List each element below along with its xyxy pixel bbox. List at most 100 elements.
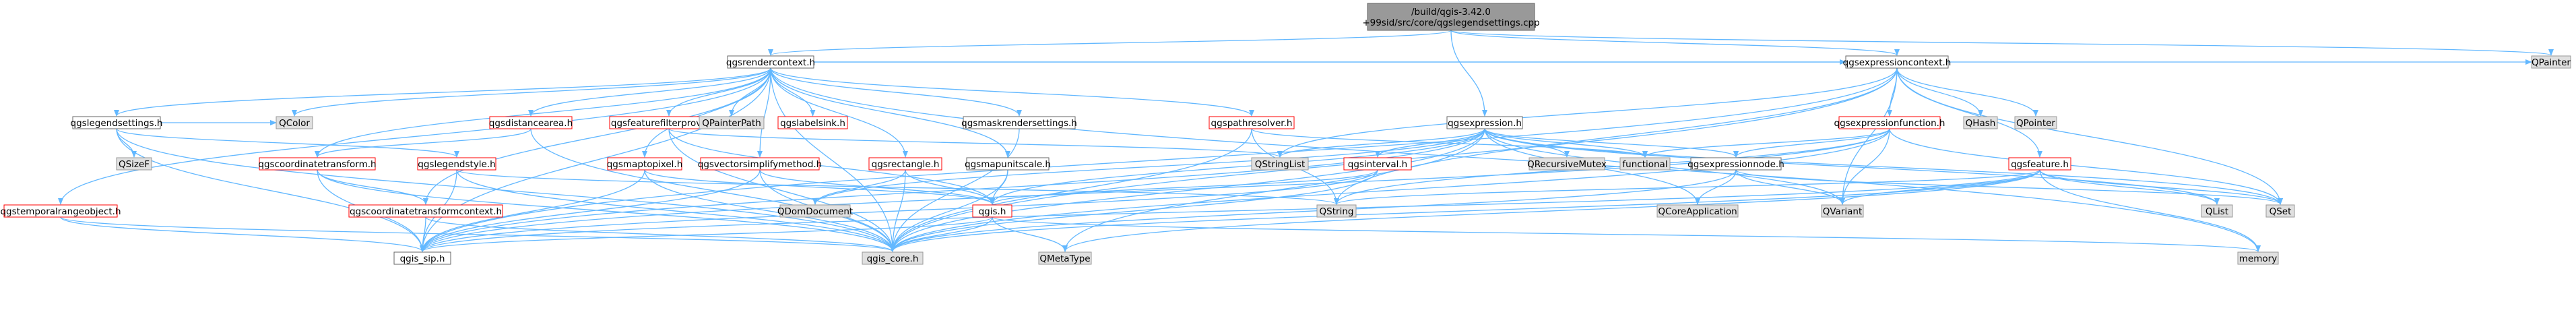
edge-interval-to-qgiscore [890,169,1378,252]
edge-renderctx-to-coordxform [315,67,771,158]
node-qgissip[interactable]: qgis_sip.h [393,251,451,265]
node-qrecmutex-box [1528,157,1605,171]
node-exprnode[interactable]: qgsexpressionnode.h [1687,157,1784,171]
edge-qgsfeature-to-qmetatype [1062,169,2040,252]
node-qpainter-box [2531,55,2571,69]
node-labelsink[interactable]: qgslabelsink.h [777,116,848,129]
node-qpainter-label: QPainter [2532,57,2571,68]
node-qcoreapp-label: QCoreApplication [1658,206,1737,217]
node-legendstyle-box [417,157,496,171]
node-labelsink-box [777,116,848,129]
node-qgiscore-label: qgis_core.h [867,253,919,264]
edge-exprctx-to-qhash [1896,67,1983,117]
node-exprfunc[interactable]: qgsexpressionfunction.h [1834,116,1945,129]
node-qhash-box [1963,116,1998,129]
node-qhash: QHash [1963,116,1998,129]
edge-coordxform-to-qgiscore [317,169,895,252]
node-legendstyle[interactable]: qgslegendstyle.h [417,157,496,171]
edge-distarea-to-coordxform [315,128,532,158]
node-renderctx[interactable]: qgsrendercontext.h [726,55,815,69]
edge-legendsettings-to-qgissip [116,128,425,252]
node-qstring: QString [1316,204,1357,218]
node-maptopixel[interactable]: qgsmaptopixel.h [607,157,683,171]
node-qstring-box [1316,204,1357,218]
edge-tempobj-to-qgiscore [60,216,895,252]
node-rectangle[interactable]: qgsrectangle.h [868,157,942,171]
node-interval[interactable]: qgsinterval.h [1343,157,1412,171]
node-maptopixel-label: qgsmaptopixel.h [607,159,683,170]
node-legendsettings-label: qgslegendsettings.h [71,118,163,129]
node-exprfunc-label: qgsexpressionfunction.h [1834,118,1945,129]
edge-legendstyle-to-qstring [456,169,1339,205]
node-qpainterpath-label: QPainterPath [702,118,761,129]
node-qgsfeature[interactable]: qgsfeature.h [2008,157,2071,171]
edge-tempobj-to-qgissip [60,216,425,252]
edge-renderctx-to-tempobj [58,67,771,205]
node-exprctx-label: qgsexpressioncontext.h [1843,57,1952,68]
node-distarea[interactable]: qgsdistancearea.h [489,116,573,129]
edge-qgsfeature-to-qgiscore [890,169,2040,252]
node-qgissip-label: qgis_sip.h [400,253,445,264]
node-qlist-label: QList [2205,206,2228,217]
edge-exprfunc-to-functional [1642,128,1890,158]
node-coordxformctx[interactable]: qgscoordinatetransformcontext.h [348,204,503,218]
node-coordxformctx-label: qgscoordinatetransformcontext.h [350,206,502,217]
node-qgish[interactable]: qgis.h [972,204,1012,218]
node-renderctx-box [727,55,814,69]
node-distarea-label: qgsdistancearea.h [489,118,573,129]
node-legendstyle-label: qgslegendstyle.h [418,159,495,170]
node-root[interactable]: /build/qgis-3.42.0+99sid/src/core/qgsleg… [1362,3,1540,31]
node-qpointer-box [2014,116,2057,129]
node-memory-box [2237,251,2279,265]
edge-root-to-qpainter [1450,30,2554,56]
edge-legendsettings-to-legendstyle [116,128,459,158]
node-pathresolver-box [1209,116,1295,129]
edge-expression-to-qgiscore [890,128,1485,252]
edge-featfilt-to-qgiscore [668,128,895,252]
edge-renderctx-to-distarea [528,67,771,117]
node-qset-box [2265,204,2295,218]
node-rectangle-label: qgsrectangle.h [872,159,940,170]
node-qvariant-label: QVariant [1823,206,1863,217]
edge-qgsfeature-to-qset [2039,169,2283,205]
node-maskrender[interactable]: qgsmaskrendersettings.h [961,116,1077,129]
edge-renderctx-to-maskrender [770,67,1022,117]
node-featfilt[interactable]: qgsfeaturefilterprovider.h [609,116,729,129]
node-qdomdoc-label: QDomDocument [777,206,853,217]
edge-expression-to-qgissip [420,128,1485,252]
edge-interval-to-qgissip [420,169,1378,252]
edge-root-to-expression [1450,30,1487,117]
node-maskrender-box [963,116,1076,129]
edge-qgish-to-qgiscore [890,216,993,252]
node-qgiscore: qgis_core.h [862,251,924,265]
node-qgish-label: qgis.h [979,206,1006,217]
node-expression-box [1446,116,1523,129]
node-distarea-box [489,116,573,129]
edge-renderctx-to-vectorsimp [757,67,771,158]
node-coordxform-label: qgscoordinatetransform.h [258,159,376,170]
edge-maptopixel-to-qgiscore [644,169,895,252]
node-tempobj[interactable]: qgstemporalrangeobject.h [0,204,121,218]
node-expression[interactable]: qgsexpression.h [1446,116,1523,129]
node-renderctx-label: qgsrendercontext.h [726,57,815,68]
node-legendsettings[interactable]: qgslegendsettings.h [71,116,163,129]
edge-renderctx-to-qgiscore [770,67,895,252]
node-exprctx[interactable]: qgsexpressioncontext.h [1843,55,1952,69]
node-coordxform[interactable]: qgscoordinatetransform.h [258,157,377,171]
node-pathresolver[interactable]: qgspathresolver.h [1209,116,1295,129]
edge-maptopixel-to-qgissip [420,169,645,252]
node-qvariant: QVariant [1821,204,1864,218]
node-qmetatype: QMetaType [1038,251,1092,265]
node-vectorsimp[interactable]: qgsvectorsimplifymethod.h [698,157,823,171]
node-mapunitscale[interactable]: qgsmapunitscale.h [965,157,1051,171]
node-qsizef-box [116,157,152,171]
edge-expression-to-exprnode [1484,128,1739,158]
edge-renderctx-to-legendsettings [114,67,771,117]
edge-vectorsimp-to-qgissip [420,169,761,252]
edge-coordxform-to-coordxformctx [317,169,428,205]
node-vectorsimp-box [700,157,820,171]
node-qpointer-label: QPointer [2016,118,2055,129]
node-qhash-label: QHash [1966,118,1996,129]
node-qsizef-label: QSizeF [119,159,150,170]
